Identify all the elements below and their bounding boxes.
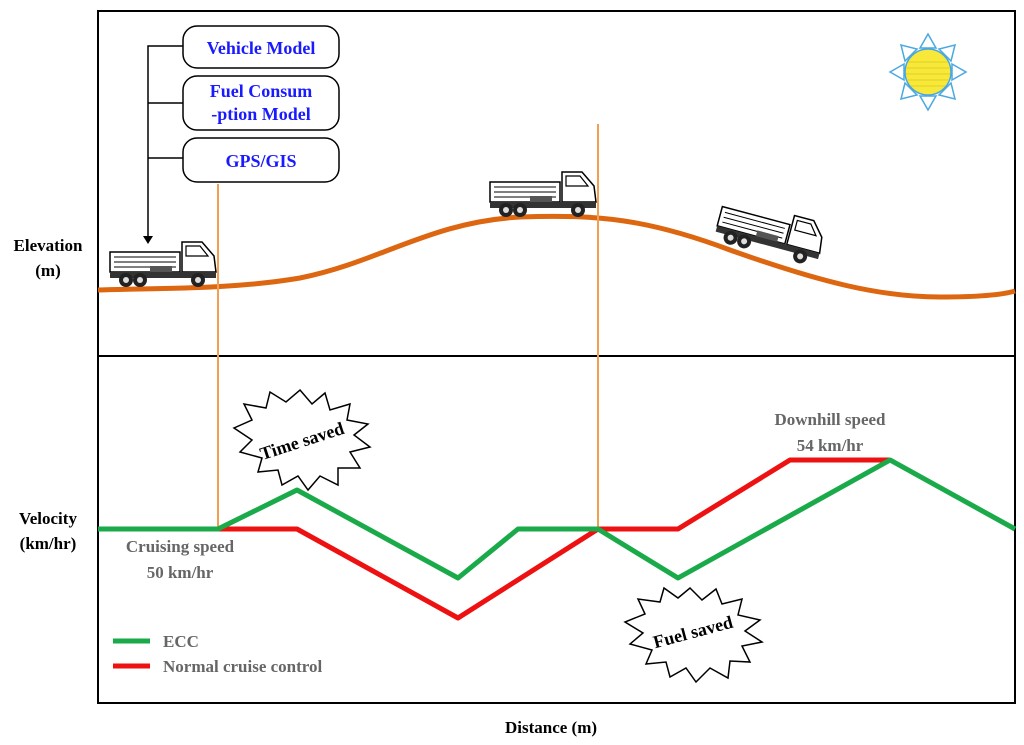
distance-label: Distance (m) <box>505 718 597 737</box>
time-saved-callout: Time saved <box>232 388 372 492</box>
ecc-velocity-line <box>98 457 1017 581</box>
model-connector <box>143 45 183 244</box>
downhill-speed-label: Downhill speed <box>775 410 887 429</box>
gps-gis-box: GPS/GIS <box>182 137 340 183</box>
sun-icon <box>888 32 968 112</box>
truck-icon-hilltop <box>489 171 597 218</box>
velocity-unit-label: (km/hr) <box>20 534 77 553</box>
fuel-saved-callout: Fuel saved <box>623 586 764 684</box>
cruising-speed-value: 50 km/hr <box>147 563 214 582</box>
legend-normal-label: Normal cruise control <box>163 657 323 676</box>
normal-cruise-velocity-line <box>98 457 890 621</box>
fuel-model-label-line1: Fuel Consum <box>210 81 313 101</box>
vehicle-model-box: Vehicle Model <box>182 25 340 69</box>
cruising-speed-label: Cruising speed <box>126 537 235 556</box>
velocity-label: Velocity <box>19 509 77 528</box>
fuel-model-label-line2: -ption Model <box>211 104 311 124</box>
vehicle-model-label: Vehicle Model <box>207 38 316 58</box>
truck-icon-start <box>109 241 217 288</box>
legend: ECC Normal cruise control <box>113 632 323 676</box>
gps-gis-label: GPS/GIS <box>225 151 296 171</box>
legend-ecc-label: ECC <box>163 632 199 651</box>
road-elevation-curve <box>97 213 1016 300</box>
fuel-consumption-model-box: Fuel Consum -ption Model <box>182 75 340 131</box>
elevation-unit-label: (m) <box>35 261 60 280</box>
elevation-label: Elevation <box>14 236 83 255</box>
downhill-speed-value: 54 km/hr <box>797 436 864 455</box>
truck-icon-downhill <box>712 196 829 269</box>
